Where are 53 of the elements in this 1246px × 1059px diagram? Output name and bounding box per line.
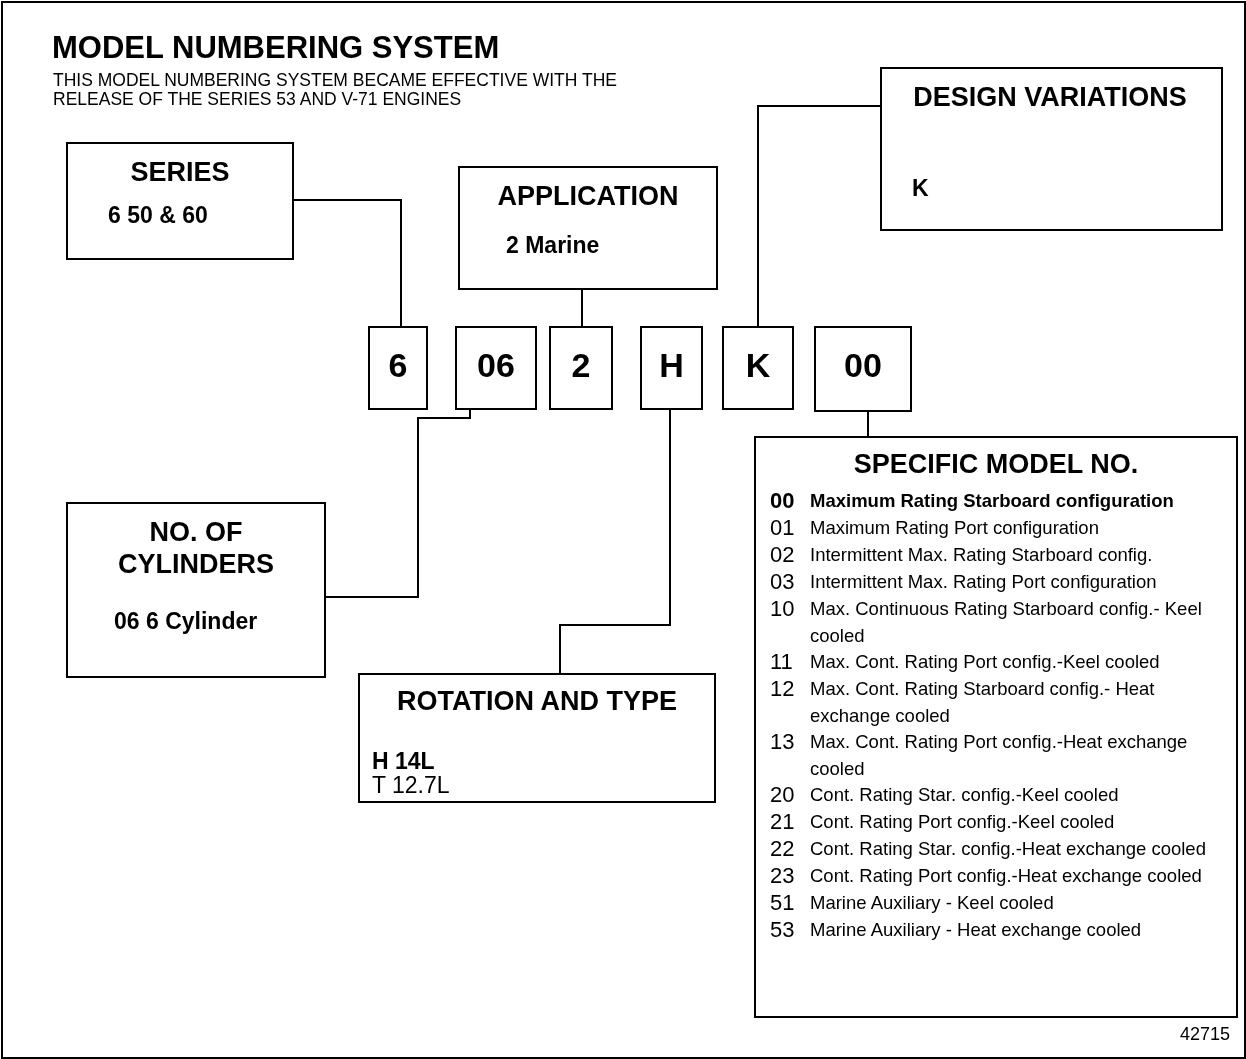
section-heading: SPECIFIC MODEL NO.	[852, 448, 1140, 480]
code-digit: 6	[387, 346, 409, 385]
code-box	[368, 326, 428, 410]
code-digit: 2	[570, 346, 592, 385]
connector-line	[867, 411, 869, 437]
label-box	[66, 502, 326, 678]
code-entry: T 12.7L	[372, 773, 450, 797]
model-entry: 13 Max. Cont. Rating Port config.-Heat exchange cooled	[770, 729, 1189, 781]
code-digit: H	[658, 346, 685, 385]
model-entry: 22 Cont. Rating Star. config.-Heat exchange cooled	[770, 836, 1207, 863]
model-entry: 51 Marine Auxiliary - Keel cooled	[770, 890, 1055, 917]
code-entry: 2 Marine	[506, 232, 600, 259]
model-entry: 01 Maximum Rating Port configuration	[770, 515, 1100, 542]
section-heading: SERIES	[129, 156, 231, 188]
code-box	[814, 326, 912, 412]
code-box	[549, 326, 613, 410]
model-entry: 11 Max. Cont. Rating Port config.-Keel cooled	[770, 649, 1161, 676]
code-entry: 06 6 Cylinder	[114, 608, 258, 635]
model-entry: 10 Max. Continuous Rating Starboard config.- Keel cooled	[770, 596, 1203, 648]
subtitle-note: THIS MODEL NUMBERING SYSTEM BECAME EFFECTIVE WITH THE RELEASE OF THE SERIES 53 AND V-71 ENGINES	[53, 71, 618, 109]
label-box	[880, 67, 1223, 231]
section-heading: ROTATION AND TYPE	[396, 685, 678, 717]
model-entry: 00 Maximum Rating Starboard configuration	[770, 488, 1175, 515]
diagram-title: MODEL NUMBERING SYSTEM	[52, 30, 500, 66]
code-digit: 00	[843, 346, 883, 385]
model-entry: 20 Cont. Rating Star. config.-Keel cooled	[770, 782, 1120, 809]
code-box	[640, 326, 703, 410]
model-entry: 03 Intermittent Max. Rating Port configuration	[770, 569, 1158, 596]
code-box	[455, 326, 537, 410]
connector-line	[559, 409, 671, 674]
label-box	[66, 142, 294, 260]
label-box	[358, 673, 716, 803]
model-entry: 12 Max. Cont. Rating Starboard config.- Heat exchange cooled	[770, 676, 1156, 728]
connector-line	[581, 289, 583, 327]
model-entry: 23 Cont. Rating Port config.-Heat exchange cooled	[770, 863, 1203, 890]
model-list-panel	[754, 436, 1238, 1018]
code-entry: K	[912, 175, 929, 202]
figure-number: 42715	[1180, 1024, 1231, 1045]
connector-line	[293, 199, 402, 327]
model-entry: 53 Marine Auxiliary - Heat exchange cooled	[770, 917, 1143, 944]
section-heading: NO. OF CYLINDERS	[117, 516, 275, 580]
code-digit: K	[744, 346, 772, 385]
code-entry: H 14L	[372, 749, 435, 773]
model-entry: 02 Intermittent Max. Rating Starboard config.	[770, 542, 1154, 569]
connector-line	[757, 105, 881, 327]
model-entry: 21 Cont. Rating Port config.-Keel cooled	[770, 809, 1116, 836]
section-heading: DESIGN VARIATIONS	[912, 81, 1188, 113]
code-box	[722, 326, 794, 410]
code-digit: 06	[476, 346, 516, 385]
label-box	[458, 166, 718, 290]
code-entry: 6 50 & 60	[108, 202, 208, 229]
connector-line	[325, 409, 471, 598]
section-heading: APPLICATION	[496, 180, 680, 212]
